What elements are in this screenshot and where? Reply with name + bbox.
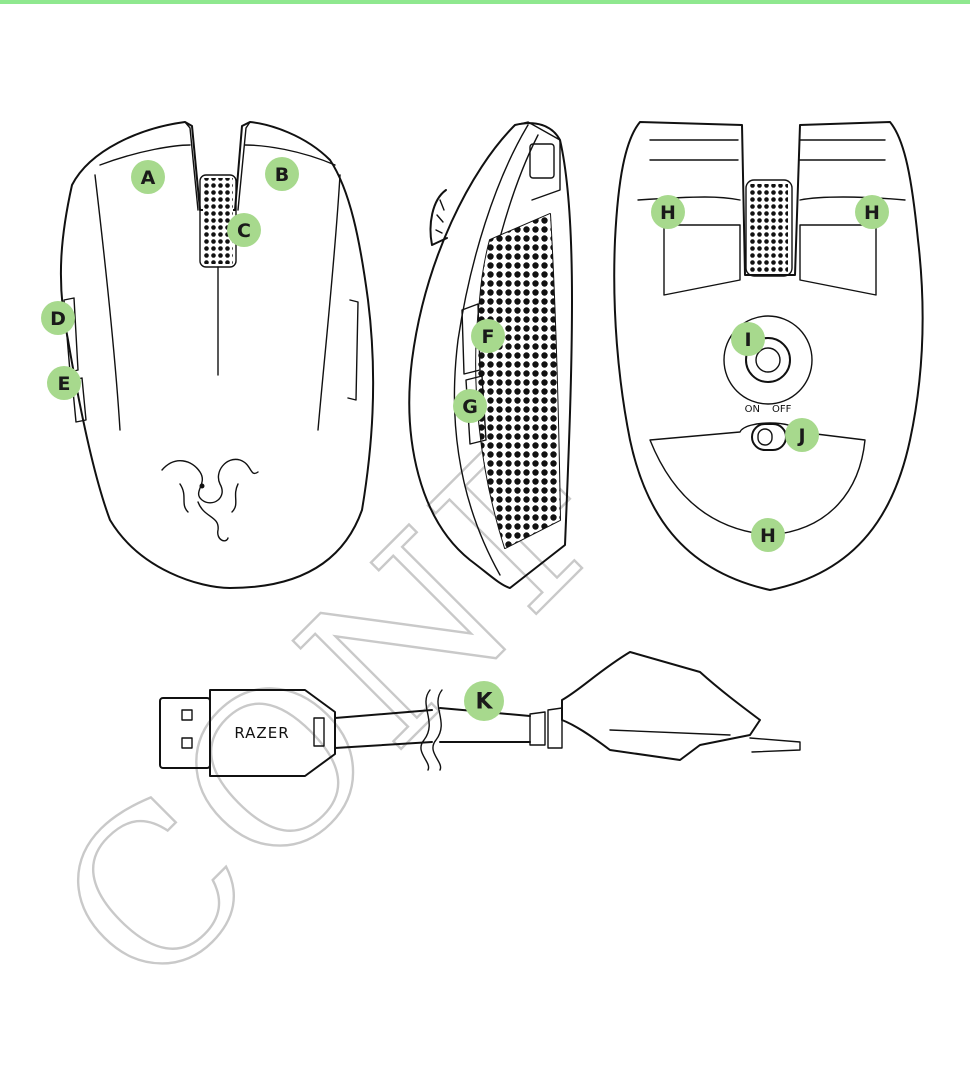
svg-text:E: E: [58, 373, 71, 395]
bottom-wheel-grip: [750, 184, 788, 272]
callout-b: B: [265, 157, 299, 191]
callout-h-right: H: [855, 195, 889, 229]
cable-brand-logo: RAZER: [234, 724, 289, 742]
svg-text:G: G: [462, 396, 478, 418]
svg-text:A: A: [141, 167, 156, 189]
switch-off-label: OFF: [772, 404, 792, 415]
svg-text:H: H: [864, 202, 880, 224]
callout-c: C: [227, 213, 261, 247]
callout-h-left: H: [651, 195, 685, 229]
svg-text:D: D: [50, 308, 66, 330]
svg-text:H: H: [760, 525, 776, 547]
svg-text:I: I: [744, 329, 751, 351]
callout-g: G: [453, 389, 487, 423]
callout-a: A: [131, 160, 165, 194]
svg-text:B: B: [275, 164, 289, 186]
razer-snake-logo: [162, 459, 258, 540]
callout-j: J: [785, 418, 819, 452]
scroll-wheel-grip: [203, 178, 233, 264]
callout-k: K: [464, 681, 504, 721]
callout-h-bottom: H: [751, 518, 785, 552]
watermark: CONF: [12, 377, 671, 1036]
mouse-top-view: [61, 122, 373, 588]
svg-text:J: J: [796, 425, 805, 447]
callout-f: F: [471, 319, 505, 353]
watermark-text: CONF: [12, 377, 671, 1036]
svg-text:H: H: [660, 202, 676, 224]
svg-text:F: F: [482, 326, 495, 348]
callout-e: E: [47, 366, 81, 400]
callout-d: D: [41, 301, 75, 335]
switch-on-label: ON: [745, 404, 760, 415]
svg-text:C: C: [237, 220, 251, 242]
svg-text:K: K: [475, 690, 493, 715]
callout-i: I: [731, 322, 765, 356]
